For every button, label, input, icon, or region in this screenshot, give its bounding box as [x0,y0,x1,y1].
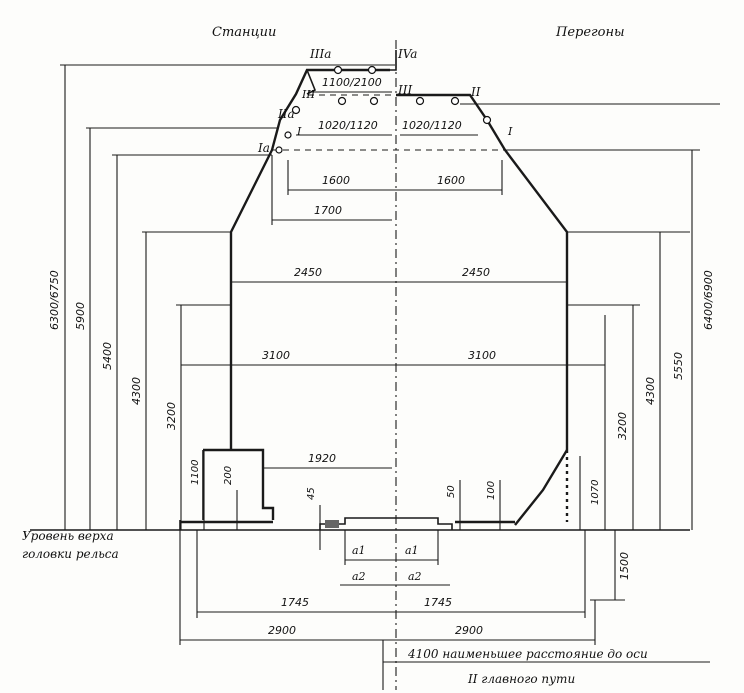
dim-text-1920: 1920 [308,452,336,465]
rail-level-line2: головки рельса [22,547,119,561]
point-III-4 [450,96,460,106]
dim-text-4300-left: 4300 [130,377,143,405]
gauge-lower-step-left [203,448,275,520]
dim-text-1100: 1100 [190,460,201,485]
dim-text-6300: 6300/6750 [48,270,61,330]
point-II [482,115,492,125]
dim-text-5550: 5550 [672,352,685,380]
dim-text-5400: 5400 [101,342,114,370]
point-III-1 [337,96,347,106]
dim-text-1700: 1700 [314,204,342,217]
dim-text-3200-left: 3200 [165,402,178,430]
label-IIIa: IIIa [309,47,331,61]
dim-text-a2-right: a2 [408,570,422,583]
dim-text-1070: 1070 [590,480,601,505]
header-spans: Перегоны [555,25,625,40]
dim-text-5900: 5900 [74,302,87,330]
dim-text-2900-right: 2900 [455,624,483,637]
dim-text-50: 50 [446,485,457,498]
gauge-lower-slope-right [514,449,569,526]
point-IIIa-2 [367,65,377,75]
dim-text-1745-left: 1745 [281,596,309,609]
point-IIa [291,105,301,115]
header-stations: Станции [212,25,276,40]
dim-text-100: 100 [486,481,497,500]
dim-text-3100-right: 3100 [468,349,496,362]
label-IVa: IVa [397,47,417,61]
label-IIa: IIa [277,107,295,121]
dim-text-1500: 1500 [618,552,631,580]
dim-text-1100-2100: 1100/2100 [322,76,382,89]
label-Ia: Ia [257,141,270,155]
point-III-3 [415,96,425,106]
dim-text-4300-right: 4300 [644,377,657,405]
label-II: II [470,85,481,99]
dim-text-200: 200 [223,466,234,485]
dim-text-1745-right: 1745 [424,596,452,609]
dim-text-45: 45 [306,487,317,500]
bottom-note-line1: 4100 наименьшее расстояние до оси [407,647,648,661]
gauge-top-center [390,50,397,71]
dim-text-6400: 6400/6900 [702,270,715,330]
dim-text-2900-left: 2900 [268,624,296,637]
dim-text-3100-left: 3100 [262,349,290,362]
label-I-right: I [507,125,513,138]
label-I-left: I [296,125,302,138]
dim-text-a2-left: a2 [352,570,366,583]
dim-text-1020-right: 1020/1120 [402,119,462,132]
point-I-left [284,131,292,139]
point-IIIa-1 [333,65,343,75]
rail-level-line1: Уровень верха [22,529,114,543]
dim-text-a1-right: a1 [405,544,419,557]
dim-text-a1-left: a1 [352,544,366,557]
track-rails [319,517,453,530]
label-III-right: III [397,83,412,97]
dim-text-2450-right: 2450 [462,266,490,279]
dim-text-1020-left: 1020/1120 [318,119,378,132]
gauge-top-step-left [306,69,317,95]
gauge-outline-right [396,93,569,450]
bottom-note-line2: II главного пути [467,672,575,686]
point-Ia [275,146,283,154]
dim-text-3200-right: 3200 [616,412,629,440]
dim-text-2450-left: 2450 [294,266,322,279]
rail-left [325,520,339,528]
label-III-left: III [301,88,316,101]
dim-text-1600-left: 1600 [322,174,350,187]
point-III-2 [369,96,379,106]
dim-text-1600-right: 1600 [437,174,465,187]
